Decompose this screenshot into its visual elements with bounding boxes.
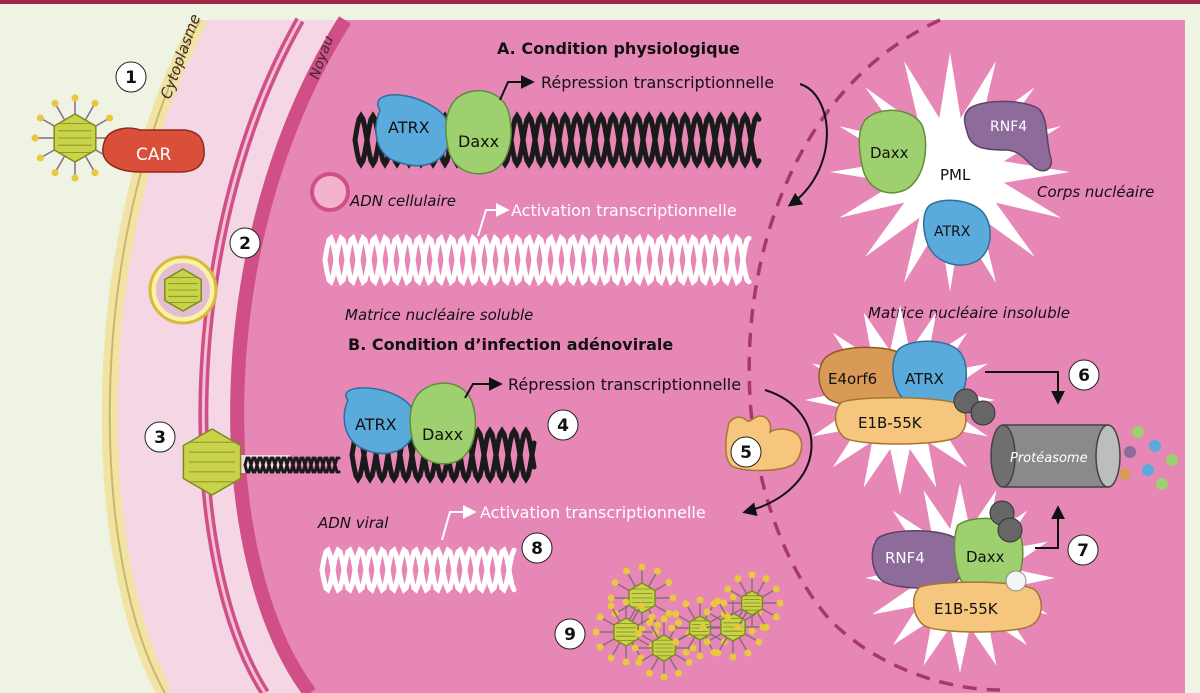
rnf4-label-nb: RNF4 <box>990 119 1027 135</box>
step-number: 5 <box>740 443 752 463</box>
viral-dna-label: ADN viral <box>317 514 389 532</box>
repression-label-b: Répression transcriptionnelle <box>508 375 741 394</box>
e1b55k-protein-2: E1B-55K <box>913 581 1042 633</box>
nuclear-envelope-inner <box>230 16 351 693</box>
virus-attached <box>31 94 119 182</box>
step-number: 2 <box>239 234 251 254</box>
degradation-arrow-6 <box>985 371 1065 405</box>
viral-dna-light-strand-2 <box>319 546 517 594</box>
step-1: 1 <box>115 61 147 93</box>
top-rule <box>0 0 1200 4</box>
cellular-dna-light-strand-2 <box>322 233 752 287</box>
proteasome: Protéasome <box>990 424 1121 488</box>
daxx-label-complex: Daxx <box>966 548 1005 566</box>
cross-arrow-a <box>787 83 828 207</box>
envelope-vesicle <box>310 172 350 212</box>
repression-arrow-a <box>499 75 535 101</box>
insoluble-matrix-boundary <box>747 18 1001 692</box>
title-physiological: A. Condition physiologique <box>497 39 740 58</box>
progeny-virus-1 <box>607 563 677 633</box>
e4orf6-label: E4orf6 <box>828 370 877 388</box>
activation-label-b: Activation transcriptionnelle <box>480 503 706 522</box>
step-number: 7 <box>1077 541 1089 561</box>
atrx-label-complex: ATRX <box>905 370 944 388</box>
step-6: 6 <box>1068 359 1100 391</box>
repression-arrow-b <box>464 377 503 399</box>
soluble-matrix-label: Matrice nucléaire soluble <box>345 306 533 324</box>
rnf4-protein-complex: RNF4 <box>871 530 966 589</box>
step-number: 6 <box>1078 366 1090 386</box>
car-label: CAR <box>136 145 171 165</box>
step-4: 4 <box>547 409 579 441</box>
adenovirus-particles <box>31 94 784 681</box>
e1b55k-protein-1: E1B-55K <box>834 396 967 445</box>
step-number: 1 <box>125 68 137 88</box>
virus-endosome <box>164 268 202 312</box>
insoluble-matrix-label: Matrice nucléaire insoluble <box>868 304 1070 322</box>
e1b55k-label-1: E1B-55K <box>858 414 923 432</box>
activation-label-a: Activation transcriptionnelle <box>511 201 737 220</box>
daxx-protein-b <box>409 382 477 465</box>
virus-at-pore <box>182 428 242 496</box>
atrx-daxx-complex-b: ATRX Daxx <box>343 382 477 465</box>
degraded-peptides <box>1119 426 1178 490</box>
progeny-virus-6 <box>720 571 784 635</box>
title-infection: B. Condition d’infection adénovirale <box>348 335 673 354</box>
viral-dna-entry-strand-2 <box>243 456 341 474</box>
step-9: 9 <box>554 618 586 650</box>
sumo-marker <box>1005 570 1027 592</box>
ubiquitin-1b <box>970 400 996 426</box>
cell-dna-label: ADN cellulaire <box>349 192 456 210</box>
atrx-protein-nb: ATRX <box>923 199 991 266</box>
viral-dna-light <box>319 546 517 594</box>
plasma-membrane-line <box>108 19 201 693</box>
proteasome-label: Protéasome <box>1010 451 1088 466</box>
atrx-daxx-complex-a: ATRX Daxx <box>375 90 512 175</box>
activation-arrow-a <box>477 203 510 237</box>
rnf4-label-complex: RNF4 <box>885 549 925 567</box>
step-5: 5 <box>730 436 762 468</box>
daxx-label-a: Daxx <box>458 132 499 151</box>
step-number: 4 <box>557 416 569 436</box>
step-markers: 1 2 3 4 5 6 7 8 9 <box>115 61 1100 650</box>
daxx-label-nb: Daxx <box>870 144 909 162</box>
step-number: 3 <box>154 428 166 448</box>
step-3: 3 <box>144 421 176 453</box>
step-7: 7 <box>1067 534 1099 566</box>
cellular-dna-light-strand-1 <box>322 233 752 287</box>
cross-arrow-b <box>742 389 813 516</box>
daxx-protein-nb: Daxx <box>858 109 927 194</box>
step-2: 2 <box>229 227 261 259</box>
step-8: 8 <box>521 532 553 564</box>
pml-label: PML <box>940 166 971 184</box>
nuclear-envelope-outer-line <box>201 19 302 693</box>
atrx-label-nb: ATRX <box>934 224 971 240</box>
cellular-dna-light <box>322 233 752 287</box>
step-number: 8 <box>531 539 543 559</box>
atrx-label-a: ATRX <box>388 118 430 137</box>
ubiquitin-2b <box>997 517 1023 543</box>
nuclear-body-label: Corps nucléaire <box>1037 183 1154 201</box>
car-receptor: CAR <box>102 127 205 173</box>
activation-arrow-b <box>441 505 477 541</box>
repression-label-a: Répression transcriptionnelle <box>541 73 774 92</box>
ubiquitin-1a <box>953 388 979 414</box>
atrx-label-b: ATRX <box>355 415 397 434</box>
daxx-label-b: Daxx <box>422 425 463 444</box>
rnf4-protein-nb: RNF4 <box>963 100 1052 172</box>
daxx-protein-a <box>445 90 512 175</box>
step-number: 9 <box>564 625 576 645</box>
viral-dna-entry <box>243 456 341 474</box>
degradation-arrow-7 <box>1035 505 1065 549</box>
e1b55k-label-2: E1B-55K <box>934 600 999 618</box>
